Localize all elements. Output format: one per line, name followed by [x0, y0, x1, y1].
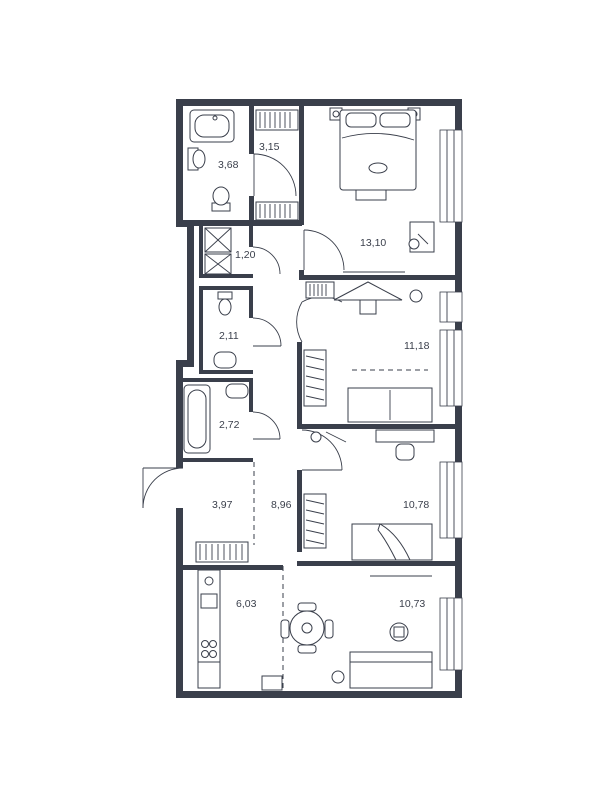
doors	[142, 153, 345, 509]
entry-wardrobe	[195, 541, 249, 563]
area-label-bedroom-3: 10,78	[403, 499, 429, 511]
bedroom-2-furniture	[303, 281, 433, 423]
bath-2-fixtures	[183, 383, 249, 454]
area-label-entry: 3,97	[212, 499, 233, 511]
area-label-utility: 1,20	[235, 249, 256, 261]
area-label-hall: 8,96	[271, 499, 292, 511]
windows	[439, 129, 463, 671]
bath-1-fixtures	[187, 109, 235, 212]
area-label-bedroom-1: 13,10	[360, 237, 386, 249]
area-label-kitchen: 6,03	[236, 598, 257, 610]
living-furniture	[280, 602, 433, 689]
wardrobe-1	[255, 109, 299, 221]
area-label-bath-2: 2,72	[219, 419, 240, 431]
toilet-fixtures	[213, 291, 237, 369]
area-label-living: 10,73	[399, 598, 425, 610]
interior-walls	[180, 106, 455, 570]
area-labels: 3,68 3,15 13,10 1,20 2,11 11,18 2,72 3,9…	[212, 141, 430, 610]
utility-fixtures	[204, 227, 232, 275]
bedroom-3-furniture	[303, 429, 435, 577]
area-label-bath-1: 3,68	[218, 159, 239, 171]
bedroom-1-furniture	[329, 107, 435, 273]
area-label-bedroom-2: 11,18	[404, 340, 430, 352]
kitchen-fixtures	[197, 569, 283, 691]
area-label-wardrobe-1: 3,15	[259, 141, 280, 153]
area-label-toilet: 2,11	[219, 330, 239, 342]
